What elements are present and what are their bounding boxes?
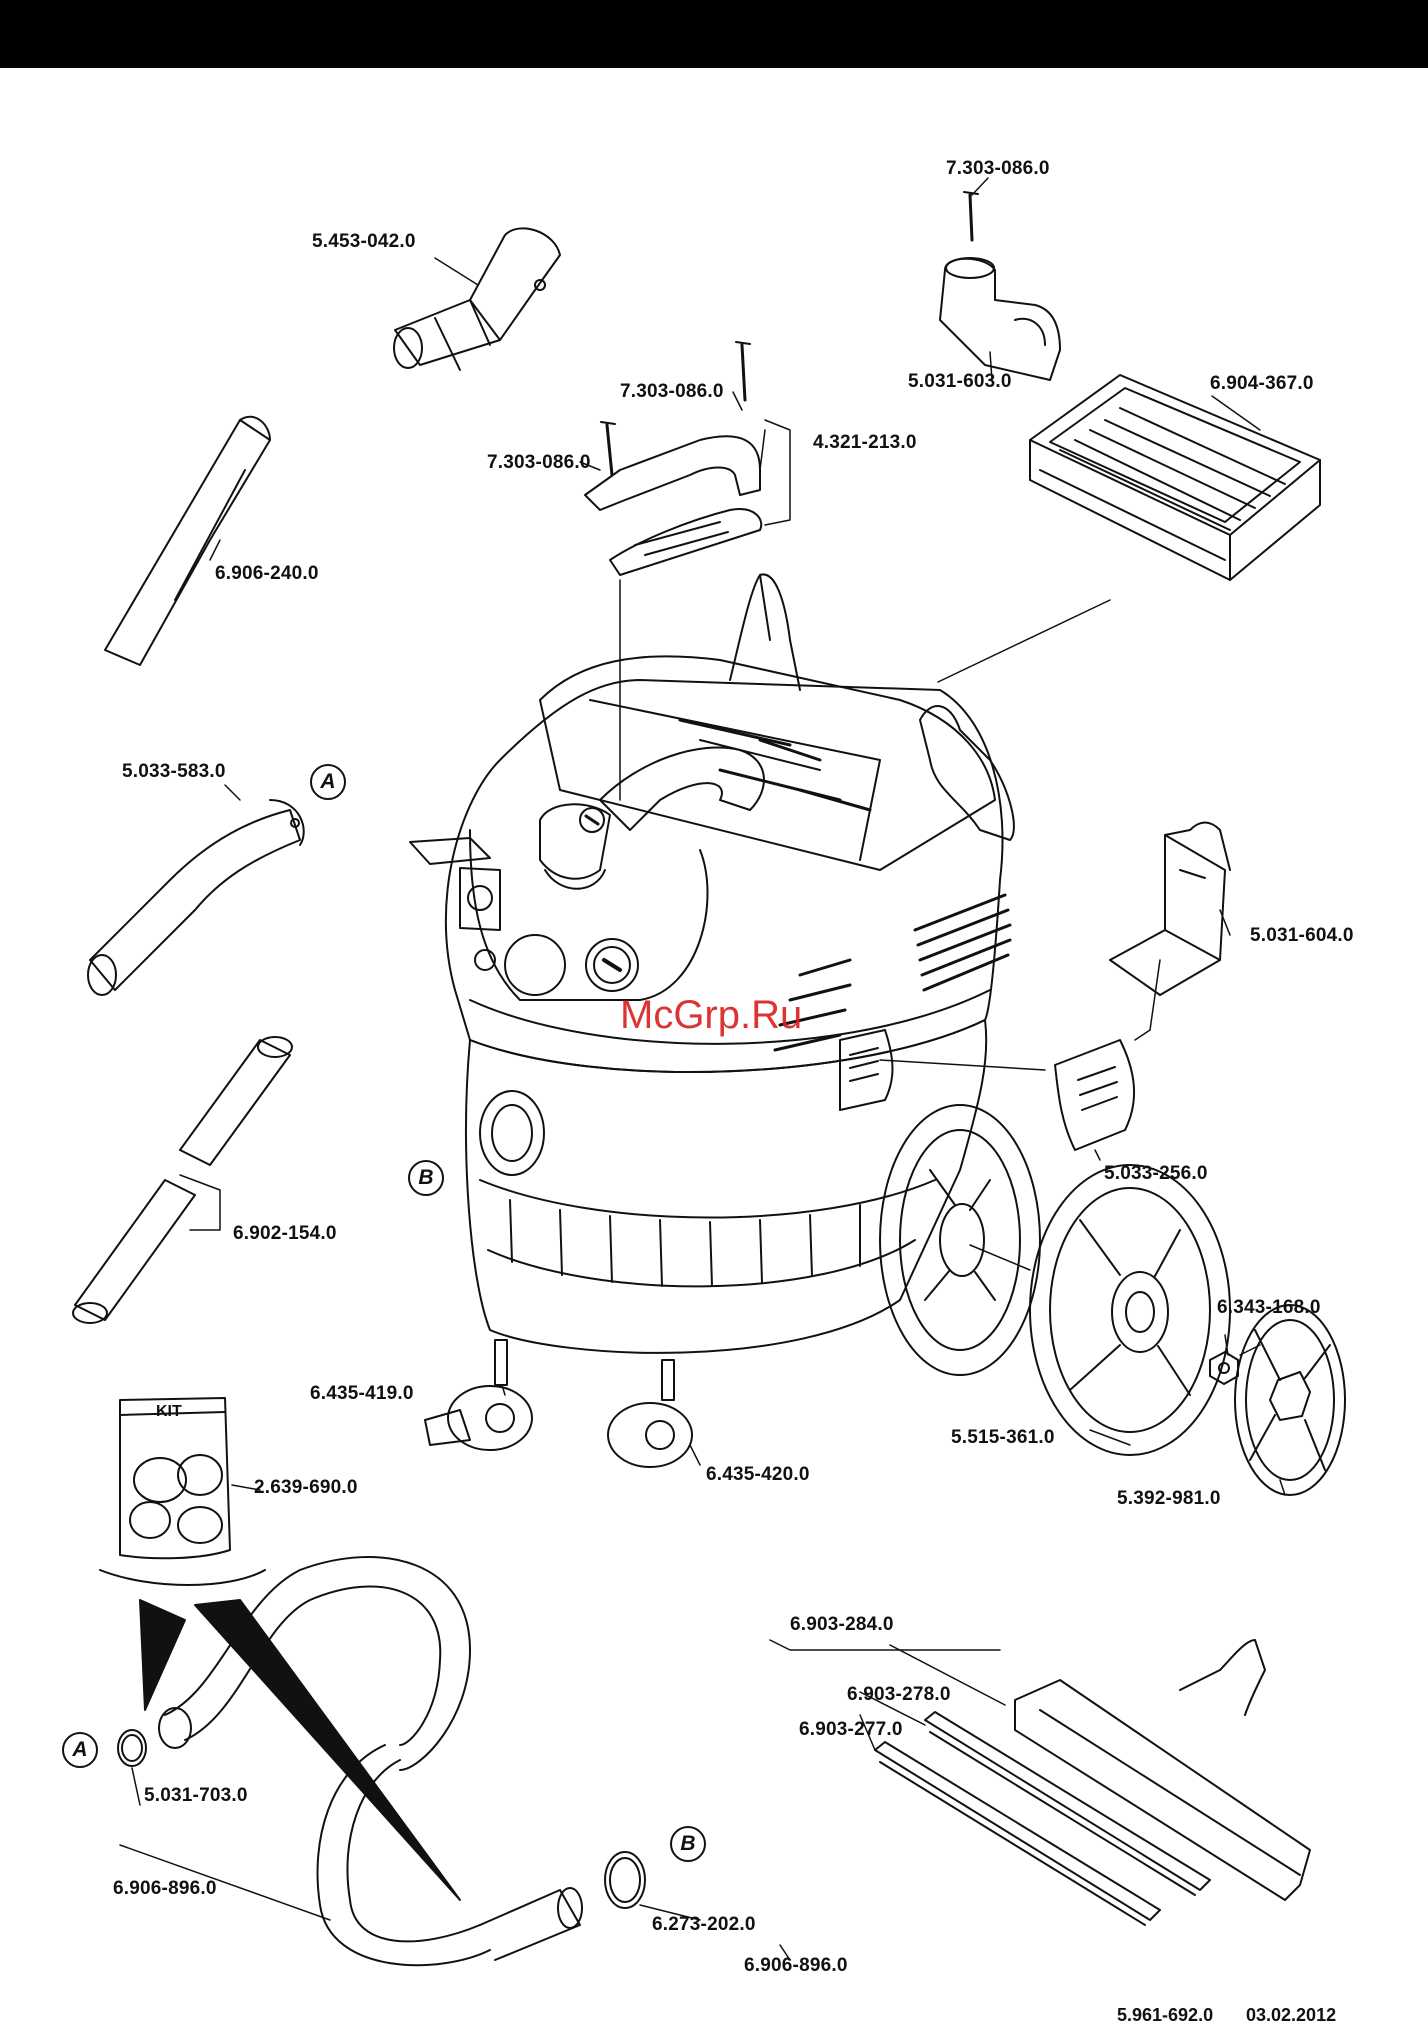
- cable-hook: [1109, 821, 1231, 996]
- part-label: 6.435-419.0: [310, 1383, 414, 1404]
- part-label: 6.904-367.0: [1210, 373, 1314, 394]
- part-label: 6.906-240.0: [215, 563, 319, 584]
- footer-doc-number: 5.961-692.0: [1117, 2005, 1214, 2025]
- mounted-wheel: [879, 1104, 1041, 1376]
- carry-handle: [584, 435, 763, 576]
- screw-3: [600, 421, 616, 477]
- floor-nozzle: [1014, 1639, 1311, 1901]
- latch-cover: [1054, 1039, 1136, 1151]
- part-label: 5.453-042.0: [312, 231, 416, 252]
- part-label: 6.903-284.0: [790, 1614, 894, 1635]
- brush-strip-278: [924, 1711, 1211, 1896]
- marker-b: B: [408, 1160, 444, 1196]
- part-label: 6.903-278.0: [847, 1684, 951, 1705]
- nut-part: [1209, 1351, 1239, 1385]
- caster-front-right: [607, 1359, 693, 1468]
- brush-strip-277: [874, 1741, 1161, 1926]
- marker-b: B: [670, 1826, 706, 1862]
- marker-a: A: [62, 1732, 98, 1768]
- ring-b: [604, 1851, 646, 1909]
- screw-2: [735, 341, 751, 402]
- crevice-nozzle: [104, 415, 271, 666]
- part-label: 5.033-256.0: [1104, 1163, 1208, 1184]
- part-label: 7.303-086.0: [487, 452, 591, 473]
- screw-1: [963, 191, 979, 242]
- part-label: 6.906-896.0: [113, 1878, 217, 1899]
- part-label: 5.392-981.0: [1117, 1488, 1221, 1509]
- kit-arrows: [139, 1599, 461, 1901]
- part-label: 5.515-361.0: [951, 1427, 1055, 1448]
- part-label: 7.303-086.0: [620, 381, 724, 402]
- part-label: 6.906-896.0: [744, 1955, 848, 1976]
- kit-label: KIT: [156, 1403, 182, 1420]
- wheel-part: [1029, 1164, 1231, 1456]
- watermark: McGrp.Ru: [620, 993, 803, 1037]
- extension-tube-upper: [179, 1036, 293, 1166]
- suction-hose: [158, 1556, 583, 1967]
- extension-tube-lower: [72, 1179, 196, 1324]
- part-label: 5.031-604.0: [1250, 925, 1354, 946]
- part-label: 2.639-690.0: [254, 1477, 358, 1498]
- leader-lines: [119, 177, 1286, 1961]
- part-label: 5.031-603.0: [908, 371, 1012, 392]
- flat-filter: [1029, 374, 1321, 581]
- vacuum-body: [409, 573, 1015, 1354]
- marker-a: A: [310, 764, 346, 800]
- footer-date: 03.02.2012: [1246, 2005, 1337, 2025]
- part-label: 5.031-703.0: [144, 1785, 248, 1806]
- ring-a: [117, 1729, 147, 1767]
- part-label: 7.303-086.0: [946, 158, 1050, 179]
- hubcap-part: [1234, 1304, 1346, 1496]
- part-label: 6.902-154.0: [233, 1223, 337, 1244]
- part-label: 6.273-202.0: [652, 1914, 756, 1935]
- part-label: 6.343-168.0: [1217, 1297, 1321, 1318]
- part-label: 4.321-213.0: [813, 432, 917, 453]
- part-label: 6.903-277.0: [799, 1719, 903, 1740]
- part-label: 5.033-583.0: [122, 761, 226, 782]
- caster-front-left: [424, 1339, 533, 1451]
- nozzle-adapter: [393, 227, 561, 371]
- part-label: 6.435-420.0: [706, 1464, 810, 1485]
- accessory-kit-bag: [99, 1397, 266, 1586]
- hose-holder: [939, 257, 1061, 381]
- bent-pipe: [87, 799, 305, 996]
- top-black-bar: [0, 0, 1428, 68]
